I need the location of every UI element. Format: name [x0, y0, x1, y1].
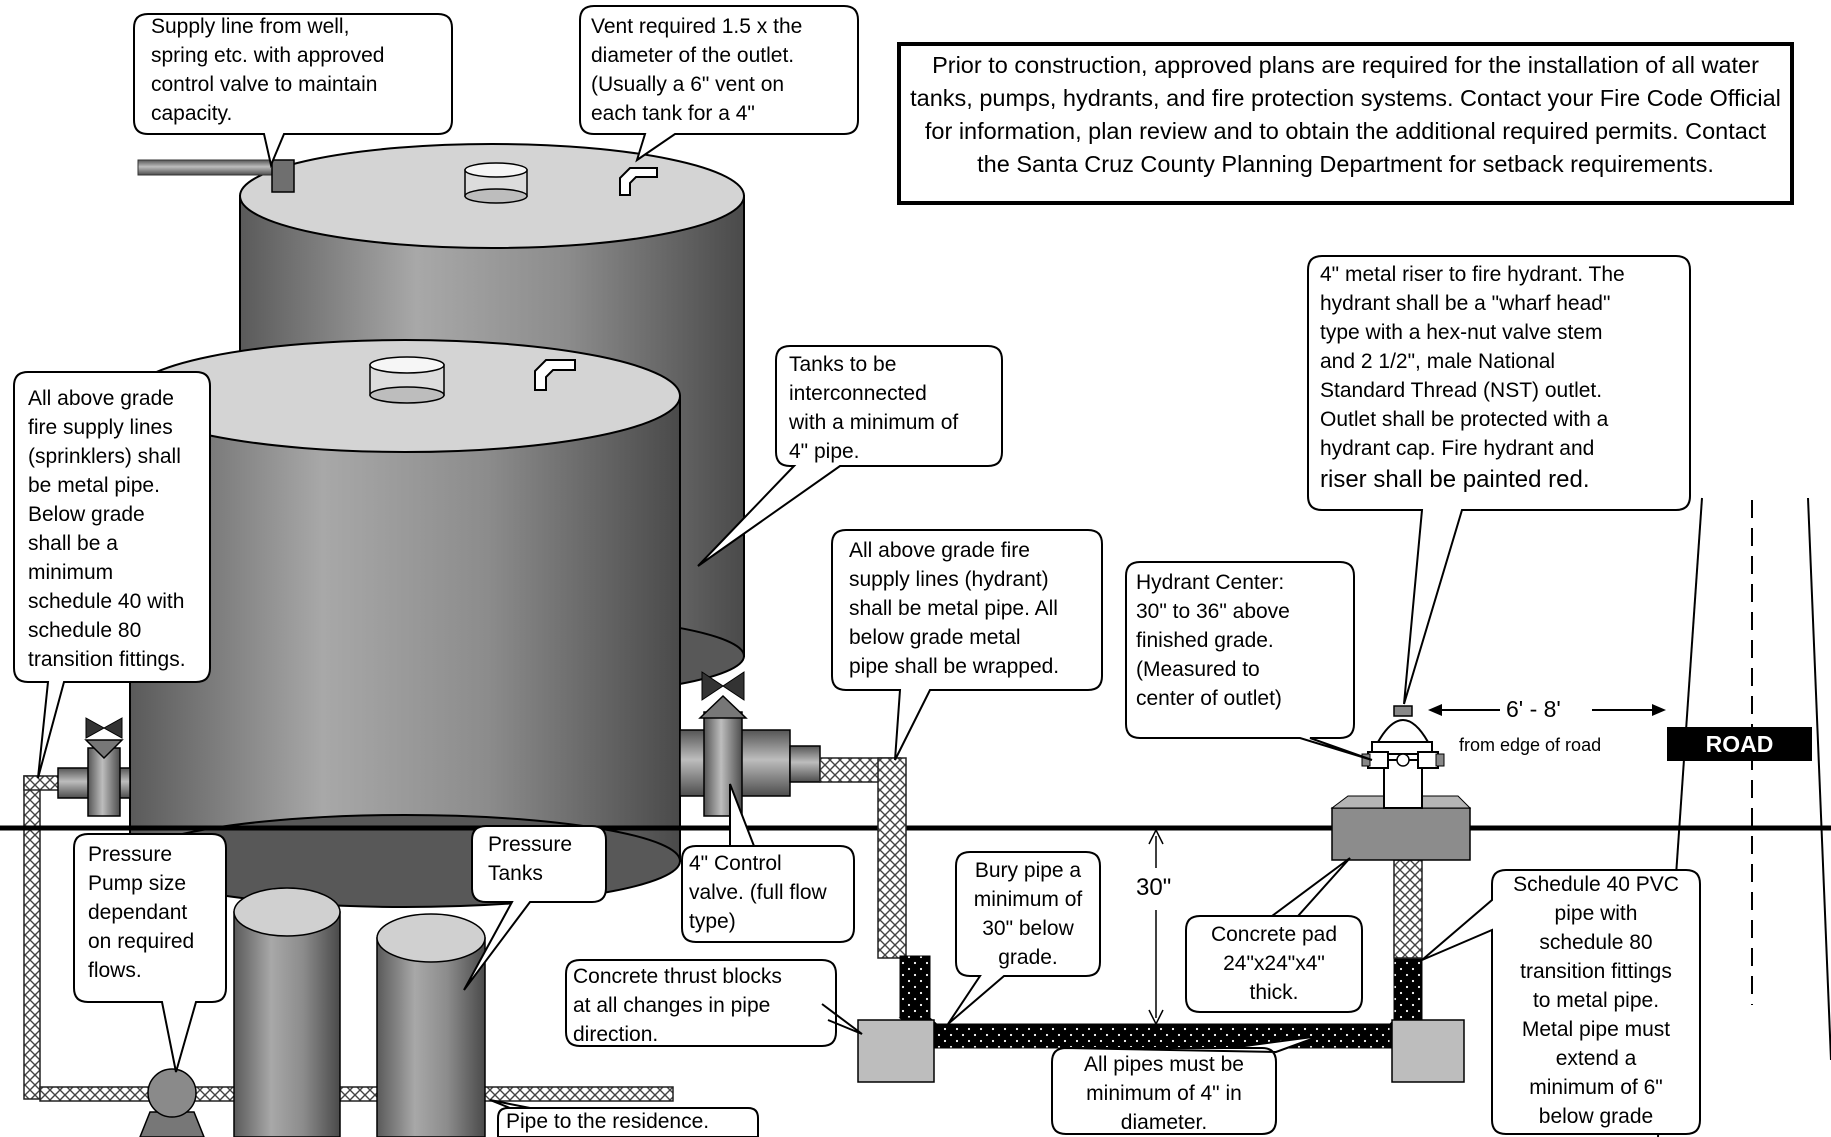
residence-pipe-callout: Pipe to the residence.: [506, 1110, 710, 1133]
pipe-diameter-callout: All pipes must be minimum of 4" in diame…: [1084, 1053, 1244, 1134]
setback-distance-label: 6' - 8': [1506, 696, 1561, 722]
interconnect-callout: Tanks to be interconnected with a minimu…: [789, 353, 959, 463]
sprinkler-valve: [84, 717, 124, 817]
callout-bubble-hydrant-center: [1125, 561, 1373, 761]
callout-bubble-concrete-pad: [1185, 857, 1363, 1013]
concrete-pad-callout: Concrete pad 24"x24"x4" thick.: [1210, 923, 1338, 1004]
setback-dimension-arrow: [1428, 704, 1666, 716]
callout-bubble-hydrant-riser: [1307, 255, 1691, 705]
depth-dimension-arrow: [1148, 828, 1164, 1026]
tank-hatch: [464, 162, 528, 204]
hydrant-lines-callout: All above grade fire supply lines (hydra…: [849, 539, 1060, 678]
tank-hatch: [369, 356, 445, 404]
pressure-tank: [233, 887, 341, 1137]
sprinkler-lines-callout: All above grade fire supply lines (sprin…: [28, 387, 186, 671]
road-sign: ROAD: [1667, 727, 1812, 761]
front-water-tank: [129, 339, 681, 908]
callout-bubble-supply: [133, 13, 453, 169]
pressure-tanks-callout: Pressure Tanks: [488, 833, 573, 885]
hydrant-riser-callout-last: riser shall be painted red.: [1320, 466, 1590, 493]
callout-bubble-residence: [489, 1099, 759, 1137]
bury-pipe-callout: Bury pipe a minimum of 30" below grade.: [973, 859, 1083, 969]
control-valve: [698, 671, 748, 817]
callout-bubble-bury-pipe: [947, 851, 1101, 1025]
vent-pipe: [619, 167, 658, 196]
callout-bubble-hydrant-lines: [831, 529, 1103, 761]
fire-hydrant: [1361, 705, 1445, 809]
permit-notice-text: Prior to construction, approved plans ar…: [910, 52, 1781, 177]
supply-line-pipe: [137, 159, 295, 193]
depth-dimension-label: 30": [1136, 874, 1172, 901]
callout-bubble-control-valve: [681, 783, 855, 943]
vent-callout: Vent required 1.5 x the diameter of the …: [591, 15, 803, 125]
pvc-pipe-callout: Schedule 40 PVC pipe with schedule 80 tr…: [1513, 873, 1679, 1128]
thrust-block: [1391, 1019, 1465, 1083]
callout-bubble-pressure-tanks: [463, 825, 607, 991]
pressure-pump: [139, 1068, 205, 1137]
callout-bubble-sprinkler-lines: [13, 371, 211, 779]
hydrant-supply-line: [877, 757, 1423, 1049]
sprinkler-supply-line: [23, 717, 674, 1102]
hydrant-center-callout: Hydrant Center: 30" to 36" above finishe…: [1136, 571, 1290, 710]
pressure-tank: [376, 913, 486, 1137]
supply-line-callout: Supply line from well, spring etc. with …: [151, 15, 385, 125]
callout-bubble-vent: [579, 5, 859, 163]
callout-bubble-thrust-blocks: [565, 959, 863, 1047]
thrust-block: [857, 1019, 935, 1083]
pressure-pump-callout: Pressure Pump size dependant on required…: [88, 843, 195, 982]
vent-pipe: [534, 359, 576, 391]
callout-bubble-pipe-diameter: [1051, 1035, 1321, 1135]
setback-note-label: from edge of road: [1459, 735, 1602, 755]
concrete-pad: [1330, 795, 1472, 861]
callout-bubble-pvc-pipe: [1421, 869, 1701, 1135]
callout-bubble-pressure-pump: [73, 833, 227, 1073]
permit-notice-box: Prior to construction, approved plans ar…: [897, 42, 1794, 205]
hydrant-riser-callout: 4" metal riser to fire hydrant. The hydr…: [1320, 263, 1625, 460]
callout-bubble-interconnect: [697, 345, 1003, 567]
control-valve-callout: 4" Control valve. (full flow type): [689, 852, 827, 933]
thrust-blocks-callout: Concrete thrust blocks at all changes in…: [573, 965, 782, 1046]
